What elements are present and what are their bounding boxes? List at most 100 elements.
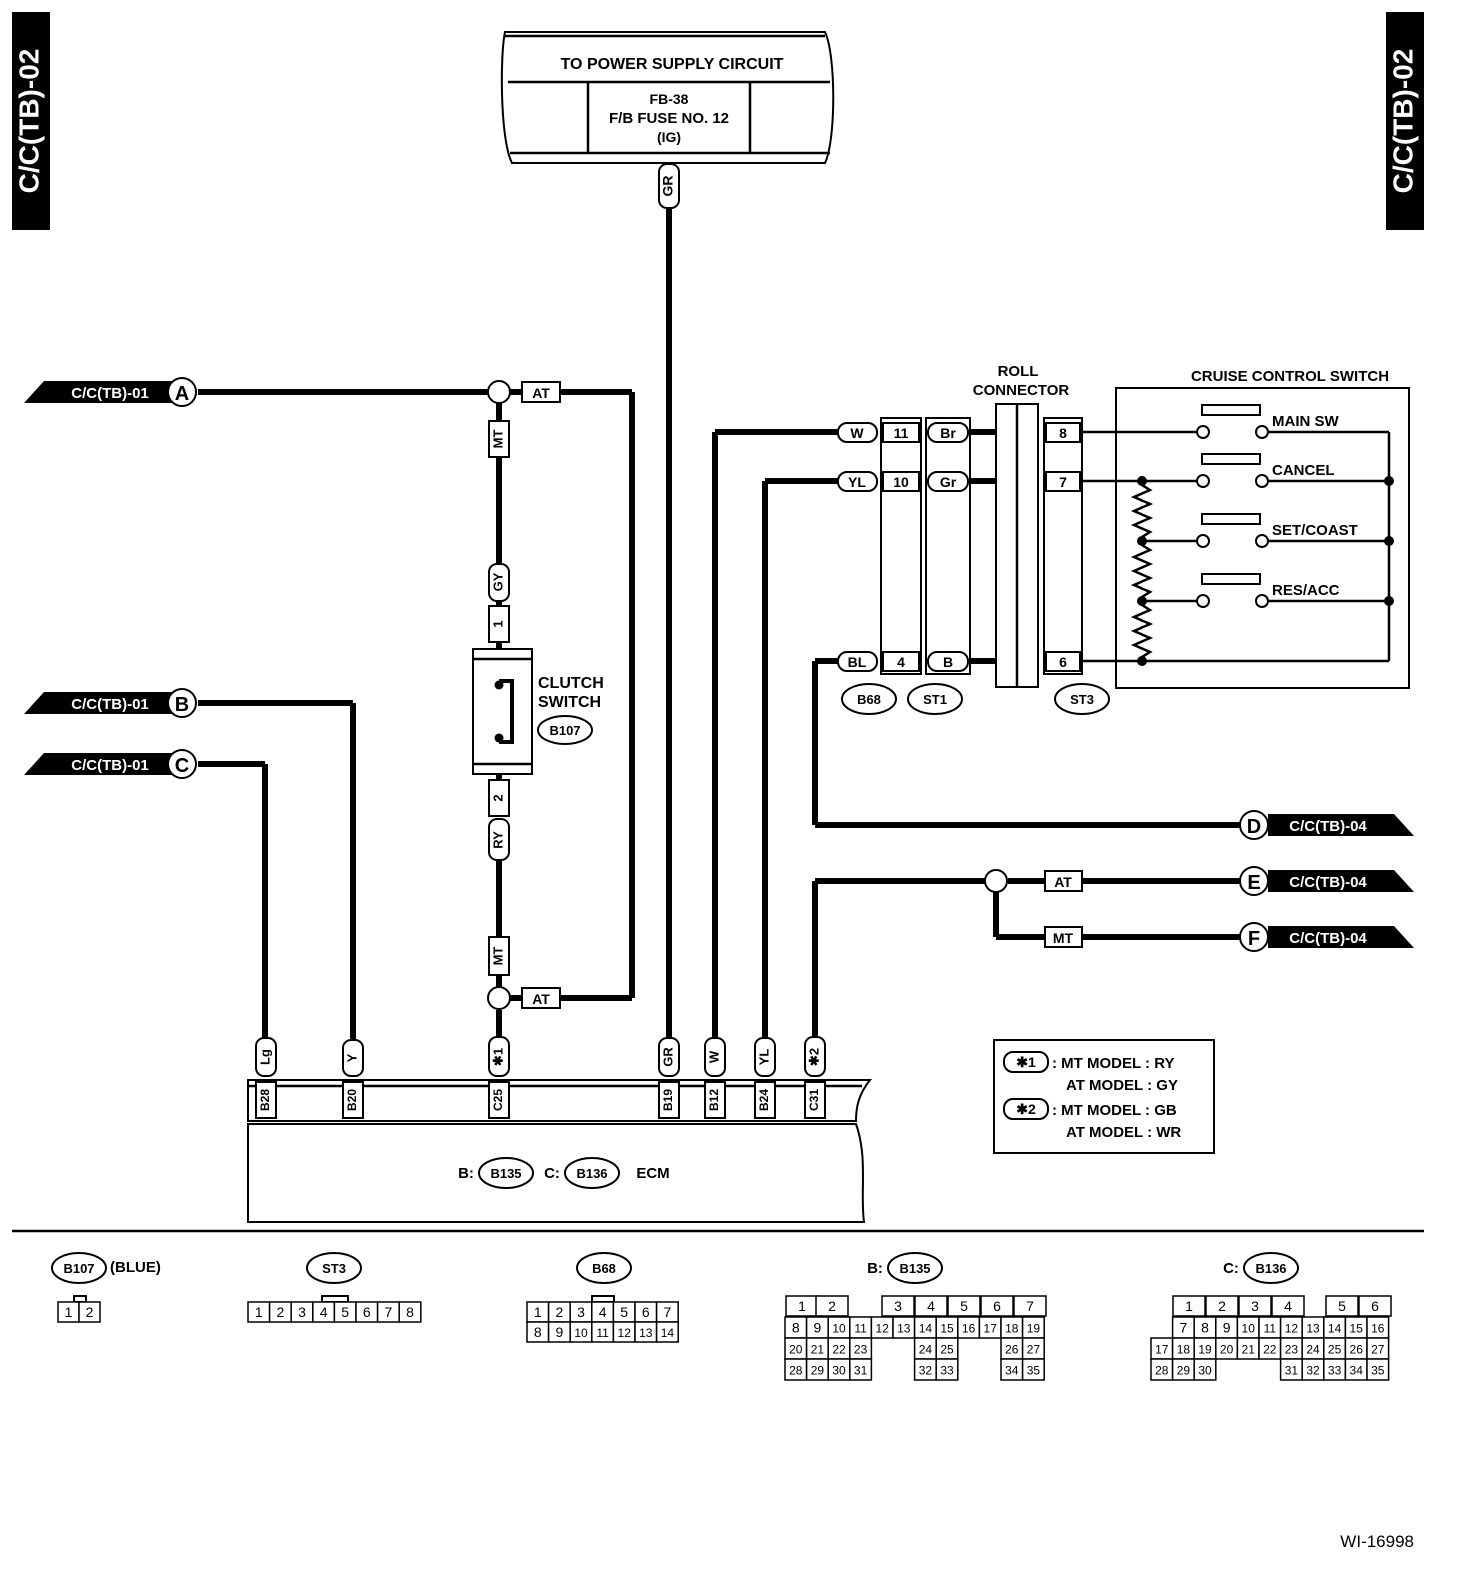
connector-cell-label: 31 — [854, 1364, 868, 1378]
connector-cell — [849, 1358, 873, 1381]
connector-cell-label: 12 — [618, 1326, 632, 1340]
roll-st3-name: ST3 — [1070, 692, 1094, 707]
wire-tag-gy: GY — [488, 563, 510, 602]
roll-row1-st1: Br — [940, 425, 956, 441]
connector-cell-label: 2 — [86, 1304, 94, 1320]
clutch-pin2: 2 — [490, 794, 505, 801]
connector-cell-label: 14 — [661, 1326, 675, 1340]
input-connector-b: C/C(TB)-01 B — [24, 688, 197, 718]
connector-cell-label: 1 — [1185, 1298, 1193, 1314]
wire-tag-at-top-text: AT — [532, 385, 550, 401]
wire-tag-mt-bottom-text: MT — [490, 947, 505, 966]
connector-cell — [815, 1295, 849, 1317]
input-b-letter: B — [175, 694, 189, 716]
roll-row3-st3: 6 — [1059, 654, 1067, 670]
connector-cell-label: 2 — [556, 1304, 564, 1320]
connector-cell — [914, 1295, 948, 1317]
clutch-switch-connector: B107 — [549, 723, 580, 738]
ecm-pin-b12-pin: B12 — [707, 1089, 721, 1111]
ecm-b-connector: B135 — [490, 1166, 521, 1181]
ecm-pin-c31-pin: C31 — [807, 1089, 821, 1111]
connector-cell — [1172, 1295, 1206, 1317]
connector-cell-label: 22 — [1263, 1343, 1277, 1357]
connector-cell-label: 1 — [798, 1298, 806, 1314]
connector-cell-label: 34 — [1350, 1364, 1364, 1378]
roll-row1-b68: 11 — [894, 425, 909, 441]
ecm-pin-b12-wire: W — [706, 1050, 721, 1063]
output-d-letter: D — [1247, 816, 1261, 838]
connector-cell-label: 8 — [406, 1304, 414, 1320]
connector-cell-label: 1 — [255, 1304, 263, 1320]
input-b-label: C/C(TB)-01 — [71, 696, 149, 713]
input-c-letter: C — [175, 755, 189, 777]
connector-cell — [398, 1301, 422, 1323]
connector-cell — [980, 1295, 1014, 1317]
connector-cell-label: 9 — [814, 1320, 822, 1336]
clutch-switch-label2: SWITCH — [538, 694, 601, 711]
connector-cell-label: 5 — [620, 1304, 628, 1320]
conn-b68-name: B68 — [592, 1261, 616, 1276]
conn-b107-name: B107 — [63, 1261, 94, 1276]
page-tag-right: C/C(TB)-02 — [1386, 12, 1424, 230]
connector-cell-label: 10 — [1242, 1322, 1256, 1336]
connector-cell-label: 15 — [1350, 1322, 1364, 1336]
connector-cell-label: 11 — [854, 1322, 867, 1336]
connector-cell-label: 12 — [1285, 1322, 1299, 1336]
roll-row2-b68: 10 — [893, 474, 909, 490]
roll-connector-label1: ROLL — [998, 363, 1039, 380]
ecm-pin-b19-pin: B19 — [661, 1089, 675, 1111]
roll-row3-b68: 4 — [897, 654, 905, 670]
output-e-letter: E — [1247, 872, 1260, 894]
ecm-pin-b28: Lg B28 — [255, 1037, 277, 1119]
connector-cell-label: 34 — [1005, 1364, 1019, 1378]
connector-cell-label: 7 — [385, 1304, 393, 1320]
connector-cell-label: 21 — [1242, 1343, 1256, 1357]
conn-b135-prefix: B: — [867, 1260, 883, 1277]
roll-row3-color: BL — [848, 654, 867, 670]
output-connector-f: MT C/C(TB)-04 F — [1044, 922, 1414, 952]
power-supply-line1: FB-38 — [650, 91, 689, 107]
roll-row2-st1: Gr — [940, 474, 957, 490]
ecm-pin-b20-wire: Y — [344, 1053, 359, 1062]
wire-tag-at-top: AT — [521, 381, 561, 403]
ecm: Lg B28 Y B20 ✱1 C25 GR B19 W B12 — [247, 1036, 873, 1223]
connector-cell-label: 2 — [828, 1298, 836, 1314]
connector-cell — [655, 1321, 679, 1343]
ecm-pin-c25: ✱1 C25 — [488, 1036, 510, 1119]
connector-cell — [1325, 1295, 1359, 1317]
connector-cell-label: 33 — [1328, 1364, 1342, 1378]
connector-cell-label: 28 — [789, 1364, 803, 1378]
wire-tag-at-bottom-text: AT — [532, 991, 550, 1007]
ecm-pin-b20: Y B20 — [342, 1039, 364, 1119]
connector-cell — [1013, 1295, 1047, 1317]
connector-cell-label: 3 — [577, 1304, 585, 1320]
connector-cell-label: 15 — [940, 1322, 954, 1336]
legend-row1: : MT MODEL : RY — [1052, 1055, 1175, 1072]
ecm-pin-c25-pin: C25 — [491, 1089, 505, 1111]
conn-b107-note: (BLUE) — [110, 1259, 161, 1276]
connector-cell-label: 35 — [1371, 1364, 1385, 1378]
connector-cell — [1358, 1295, 1392, 1317]
clutch-switch: 1 2 CLUTCH SWITCH B107 — [472, 605, 604, 817]
ecm-name: ECM — [636, 1165, 669, 1182]
connector-cell-label: 10 — [832, 1322, 846, 1336]
connector-cell-label: 4 — [1284, 1298, 1292, 1314]
connector-cell-label: 6 — [1371, 1298, 1379, 1314]
connector-cell-label: 8 — [534, 1324, 542, 1340]
connector-cell-label: 1 — [534, 1304, 542, 1320]
connector-cell-label: 24 — [1306, 1343, 1320, 1357]
ecm-pin-b19-wire: GR — [660, 1047, 675, 1067]
ecm-prefix-c: C: — [544, 1165, 560, 1182]
connector-cell — [1366, 1358, 1390, 1381]
connector-cell-label: 23 — [854, 1343, 868, 1357]
input-connector-a: C/C(TB)-01 A — [24, 377, 197, 407]
wire-tag-at-bottom: AT — [521, 987, 561, 1009]
connector-cell-label: 16 — [1371, 1322, 1385, 1336]
input-c-label: C/C(TB)-01 — [71, 757, 149, 774]
